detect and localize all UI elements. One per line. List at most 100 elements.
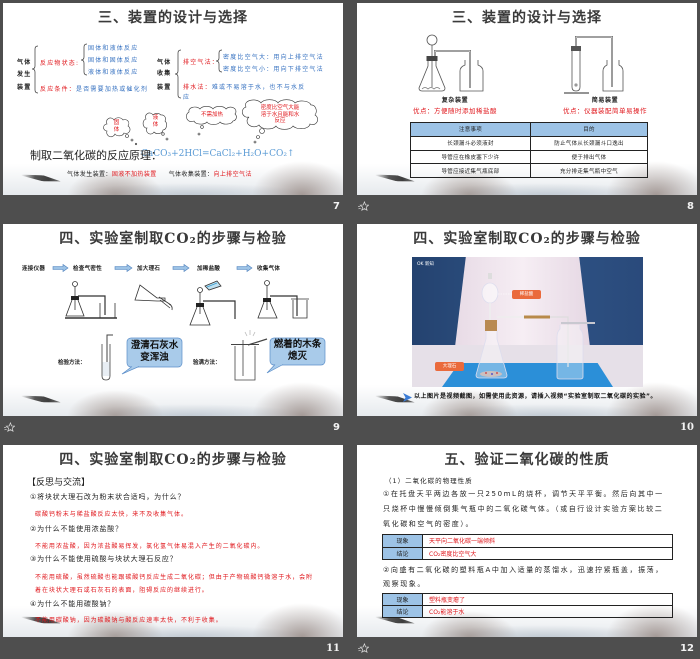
table-cell: 防止气体从长颈漏斗口逸出: [531, 136, 648, 150]
experiment-description: ②向盛有二氧化碳的塑料瓶A中加入适量的蒸馏水，迅速拧紧瓶盖，振荡，观察现象。: [383, 563, 669, 591]
step-label: 加稀盐酸: [197, 264, 220, 272]
state-brace-icon: [81, 44, 87, 75]
slide-thumbnail-11[interactable]: 四、实验室制取CO₂的步骤与检验 【反思与交流】 ①将块状大理石改为粉末状合适吗…: [3, 445, 343, 637]
column-header: 注意事项: [411, 123, 531, 137]
hydrochloric-acid-tag: 稀盐酸: [512, 290, 541, 299]
slide-number: 12: [680, 643, 694, 654]
table-row: 长颈漏斗必须液封 防止气体从长颈漏斗口逸出: [411, 136, 648, 150]
slide-thumbnail-12[interactable]: 五、验证二氧化碳的性质 （1）二氧化碳的物理性质 ①在托盘天平两边各放一只250…: [357, 445, 697, 637]
air-displacement-label: 排空气法：: [183, 59, 219, 66]
cloud-dot: [166, 138, 168, 140]
slide-number: 10: [680, 422, 694, 433]
slide-thumbnail-7[interactable]: 三、装置的设计与选择 气体 发生 装置 反应物状态: 固体和液体反应: [3, 3, 343, 195]
simple-apparatus-advantage: 优点：仪器装配简单易操作: [545, 105, 665, 115]
step-label: 检查气密性: [73, 264, 102, 272]
full-check-method-label: 验满方法：: [193, 358, 221, 366]
experiment-description: ①在托盘天平两边各放一只250mL的烧杯，调节天平平衡。然后向其中一只烧杯中慢慢…: [383, 487, 669, 532]
slide-footer-12: 12: [357, 639, 697, 659]
answer: 碳酸钙粉末与稀盐酸反应太快，来不及收集气体。: [35, 510, 188, 519]
collection-label-line: 收集: [157, 70, 171, 77]
precautions-table: 注意事项 目的 长颈漏斗必须液封 防止气体从长颈漏斗口逸出 导管应在橡皮塞下少许…: [410, 122, 648, 178]
add-acid-diagram: [190, 281, 235, 325]
table-row: 结论 CO₂密度比空气大: [383, 547, 673, 560]
apparatus-illustrations: [357, 3, 697, 103]
air-method-item: 密度比空气小：用向下排空气法: [223, 66, 324, 73]
complex-apparatus-diagram: [419, 35, 483, 91]
slide-number: 9: [333, 422, 340, 433]
reactant-state-item: 固体和固体反应: [88, 57, 138, 64]
cloud-dot: [254, 141, 256, 143]
condition-line: 反应条件：是否需要加热或催化剂: [40, 86, 148, 93]
generation-brace-icon: [32, 46, 38, 93]
cloud-dot: [135, 143, 137, 145]
table-row: 结论 CO₂能溶于水: [383, 606, 673, 618]
video-caption: 以上图片是视频截图，如需使用此资源，请插入视频“实验室制取二氧化碳的实验”。: [414, 392, 662, 401]
slide-footer-8: 8: [357, 197, 697, 217]
question: ①将块状大理石改为粉末状合适吗，为什么？: [30, 493, 185, 502]
table-cell: 导管应在橡皮塞下少许: [411, 150, 531, 164]
test-callout-text: 澄清石灰水 变浑浊: [127, 340, 182, 363]
answer: 不能用碳酸钠，因为碳酸钠与酸反应速率太快，不利于收集。: [35, 616, 223, 625]
slide-number: 7: [333, 201, 340, 212]
complex-apparatus-name: 复杂装置: [415, 95, 495, 104]
cloud-text: 不需加热: [191, 112, 233, 119]
cloud-text: 密度比空气大能溶于水且能和水反应: [259, 105, 301, 125]
answer: 不能用硫酸，虽然硫酸也能跟碳酸钙反应生成二氧化碳；但由于产物硫酸钙微溶于水，会附…: [35, 571, 319, 597]
procedure-illustrations: [3, 224, 343, 416]
table-cell: 导管应接近集气瓶底部: [411, 164, 531, 178]
gas-bottle-icon: [231, 330, 267, 380]
question: ②为什么不能使用浓盐酸？: [30, 525, 123, 534]
collect-gas-diagram: [258, 281, 309, 319]
collection-summary-label: 气体收集装置：: [169, 171, 214, 178]
cloud-dot: [260, 129, 265, 134]
gas-jar-icon: [557, 322, 595, 379]
collection-brace-icon: [175, 50, 181, 98]
animation-star-icon[interactable]: [358, 201, 369, 212]
section-heading: 【反思与交流】: [27, 477, 90, 489]
arrow-right-icon: [53, 265, 68, 272]
generation-summary-value: 固液不加热装置: [112, 171, 157, 178]
table-key-cell: 结论: [383, 547, 423, 560]
reactant-state-item: 固体和液体反应: [88, 45, 138, 52]
collection-label-line: 气体: [157, 59, 171, 66]
limewater-test-tube-icon: [102, 335, 113, 380]
table-value-cell: CO₂能溶于水: [423, 606, 673, 618]
reactant-state-item: 液体和液体反应: [88, 69, 138, 76]
water-method-label: 排水法：: [183, 84, 212, 91]
cloud-dot: [257, 136, 260, 139]
answer: 不能用浓盐酸，因为浓盐酸易挥发，氯化氢气体易混入产生的二氧化碳内。: [35, 542, 264, 551]
cloud-dot: [198, 133, 200, 135]
step-label: 收集气体: [257, 264, 280, 272]
table-row: 现象 天平向二氧化碳一端倾斜: [383, 535, 673, 548]
callout-line: 燃着的木条: [270, 339, 325, 351]
cloud-dot: [126, 135, 129, 138]
slide-footer-10: 10: [357, 418, 697, 438]
cloud-text: 固体: [113, 120, 120, 133]
full-check-callout-text: 燃着的木条 熄灭: [270, 339, 325, 362]
conical-flask-icon: [476, 320, 507, 378]
generation-label-line: 装置: [17, 84, 31, 91]
arrow-right-icon: [173, 265, 189, 272]
slide-thumbnail-10[interactable]: 四、实验室制取CO₂的步骤与检验: [357, 224, 697, 416]
table-cell: 充分排走集气瓶中空气: [531, 164, 648, 178]
arrow-right-icon: [115, 265, 132, 272]
slide-title: 四、实验室制取CO₂的步骤与检验: [3, 449, 343, 469]
table-row: 导管应接近集气瓶底部 充分排走集气瓶中空气: [411, 164, 648, 178]
add-marble-diagram: [135, 285, 172, 310]
arrow-right-icon: [237, 265, 252, 272]
slide-thumbnail-9[interactable]: 四、实验室制取CO₂的步骤与检验: [3, 224, 343, 416]
slide-title: 五、验证二氧化碳的性质: [357, 449, 697, 469]
animation-star-icon[interactable]: [4, 422, 15, 433]
question: ④为什么不能用碳酸钠？: [30, 600, 115, 609]
condition-text: 是否需要加热或催化剂: [76, 86, 148, 93]
animation-star-icon[interactable]: [358, 643, 369, 654]
separating-funnel-icon: [482, 273, 498, 320]
column-header: 目的: [531, 123, 648, 137]
table-value-cell: 塑料瓶变瘪了: [423, 594, 673, 606]
table-value-cell: 天平向二氧化碳一端倾斜: [423, 535, 673, 548]
simple-apparatus-name: 简易装置: [565, 95, 645, 104]
step-label: 加大理石: [137, 264, 160, 272]
simple-apparatus-diagram: [564, 37, 623, 93]
slide-title: 四、实验室制取CO₂的步骤与检验: [357, 228, 697, 248]
slide-thumbnail-8[interactable]: 三、装置的设计与选择 复杂装置 优点：方便随时添加稀盐酸 简易装置 优点：仪器装…: [357, 3, 697, 195]
